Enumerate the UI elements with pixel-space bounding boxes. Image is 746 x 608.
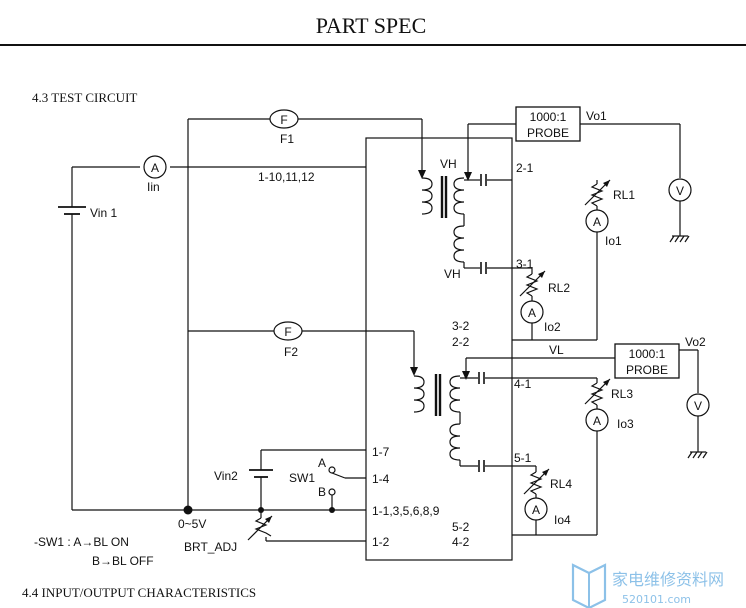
svg-text:SW1: SW1: [289, 471, 315, 485]
pin-1-4-label: 1-4: [372, 472, 390, 486]
pin-2-1-label: 2-1: [516, 161, 534, 175]
inverter-block: [365, 137, 513, 561]
svg-text:Io3: Io3: [617, 417, 634, 431]
svg-text:A: A: [532, 503, 540, 517]
svg-text:A: A: [593, 414, 601, 428]
transformer-2: [413, 357, 615, 472]
pin-3-2-label: 3-2: [452, 319, 470, 333]
note-sw1-off: B→BL OFF: [92, 554, 154, 568]
svg-text:RL2: RL2: [548, 281, 570, 295]
svg-text:Io4: Io4: [554, 513, 571, 527]
page-title: PART SPEC: [316, 13, 427, 38]
svg-text:Io1: Io1: [605, 234, 622, 248]
svg-text:Vo2: Vo2: [685, 335, 706, 349]
pin-2-2-label: 2-2: [452, 335, 470, 349]
pin-4-2-label: 4-2: [452, 535, 470, 549]
fuse-f2: F F2: [188, 321, 418, 376]
svg-text:Vin2: Vin2: [214, 469, 238, 483]
svg-text:V: V: [676, 184, 684, 198]
pin-1-gnd-label: 1-1,3,5,6,8,9: [372, 504, 440, 518]
svg-text:F2: F2: [284, 345, 298, 359]
section-io-characteristics: 4.4 INPUT/OUTPUT CHARACTERISTICS: [22, 585, 256, 600]
pin-5-2-label: 5-2: [452, 520, 470, 534]
pin-5-1-label: 5-1: [514, 451, 532, 465]
svg-text:RL1: RL1: [613, 188, 635, 202]
svg-text:1000:1: 1000:1: [530, 110, 567, 124]
svg-text:BRT_ADJ: BRT_ADJ: [184, 540, 237, 554]
load-rl1: A RL1 Io1: [584, 179, 635, 340]
svg-text:RL3: RL3: [611, 387, 633, 401]
iin-label: Iin: [147, 180, 160, 194]
load-rl4: A RL4 Io4: [512, 465, 572, 535]
pin-1-7-label: 1-7: [372, 445, 390, 459]
svg-text:1000:1: 1000:1: [629, 347, 666, 361]
svg-text:A: A: [318, 456, 326, 470]
svg-text:Io2: Io2: [544, 320, 561, 334]
svg-text:A: A: [528, 306, 536, 320]
svg-text:B: B: [318, 485, 326, 499]
probe-1: 1000:1 PROBE Vo1 V: [515, 106, 692, 243]
pin-3-1-label: 3-1: [516, 257, 534, 271]
load-rl2: A RL2 Io2: [512, 267, 570, 340]
transformer-1: VH VH: [421, 123, 516, 281]
svg-text:0~5V: 0~5V: [178, 517, 206, 531]
svg-text:PROBE: PROBE: [527, 126, 569, 140]
svg-text:520101.com: 520101.com: [622, 593, 691, 606]
section-test-circuit: 4.3 TEST CIRCUIT: [32, 90, 137, 105]
svg-text:F: F: [280, 113, 287, 127]
svg-text:RL4: RL4: [550, 477, 572, 491]
probe-2: 1000:1 PROBE Vo2 V: [614, 335, 710, 459]
svg-text:Vo1: Vo1: [586, 109, 607, 123]
fuse-f1: F F1: [187, 109, 426, 510]
svg-text:VH: VH: [440, 157, 457, 171]
svg-text:V: V: [694, 399, 702, 413]
svg-text:VH: VH: [444, 267, 461, 281]
svg-text:A: A: [593, 215, 601, 229]
sw1-circuit: Vin2 SW1 A B 0~5V BRT_ADJ: [178, 449, 366, 554]
pin-4-1-label: 4-1: [514, 377, 532, 391]
svg-text:家电维修资料网: 家电维修资料网: [612, 570, 724, 589]
watermark: 家电维修资料网 520101.com: [571, 563, 724, 608]
vin1-label: Vin 1: [90, 206, 117, 220]
input-supply: A Iin 1-10,11,12 Vin 1 1-1,3,5,6,8,9: [58, 155, 440, 518]
load-rl3: A RL3 Io3: [512, 377, 634, 535]
vl-label: VL: [549, 343, 564, 357]
pin-1-2-label: 1-2: [372, 535, 390, 549]
svg-text:F1: F1: [280, 132, 294, 146]
svg-text:PROBE: PROBE: [626, 363, 668, 377]
svg-text:A: A: [151, 161, 159, 175]
note-sw1-on: -SW1 : A→BL ON: [34, 535, 129, 549]
svg-text:F: F: [284, 325, 291, 339]
pins-in-label: 1-10,11,12: [258, 170, 315, 184]
ammeter-in: [143, 155, 167, 179]
